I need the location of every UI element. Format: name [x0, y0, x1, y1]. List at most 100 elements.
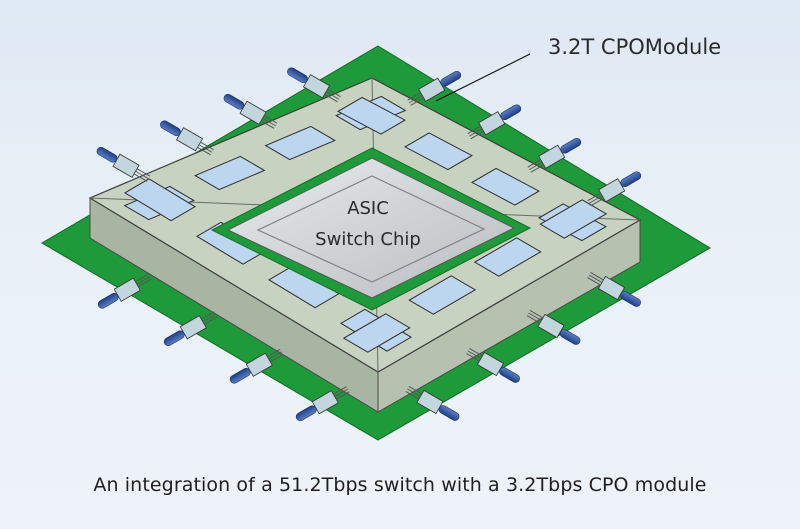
connector-nw-3-fiber — [160, 120, 181, 137]
connector-nw-2-pin — [260, 120, 275, 129]
connector-ne-1-pin — [410, 97, 424, 106]
connector-sw-2-pin — [202, 313, 217, 323]
connector-se-1-pin — [590, 271, 604, 281]
connector-sw-4-pin — [334, 388, 349, 398]
connector-nw-3-pin — [198, 144, 213, 153]
connector-se-1-fiber — [620, 291, 641, 307]
connector-sw-3-pin — [267, 348, 281, 358]
module-window-se-2 — [473, 237, 542, 277]
module-window-ne-3 — [471, 167, 540, 206]
connector-nw-4-fiber — [96, 146, 118, 163]
connector-sw-4-pin — [333, 386, 347, 395]
connector-nw-2 — [223, 93, 278, 129]
connector-nw-2-pin — [263, 115, 278, 124]
connector-ne-3 — [527, 137, 582, 173]
connector-sw-2-pin — [204, 316, 218, 325]
connector-nw-4-pin — [135, 170, 149, 180]
connector-ne-4 — [587, 171, 642, 207]
module-window-se-1 — [539, 199, 608, 239]
connector-nw-1 — [287, 67, 341, 103]
connector-se-1-pin — [587, 277, 601, 286]
figure-caption: An integration of a 51.2Tbps switch with… — [93, 474, 707, 496]
connector-nw-4-pin — [133, 173, 148, 182]
connector-nw-1-fiber — [287, 67, 308, 84]
connector-ne-2 — [467, 104, 522, 140]
chip-label-line1: ASIC — [347, 198, 389, 219]
connector-se-4 — [405, 385, 460, 421]
module-window-se-4 — [342, 313, 411, 353]
chip-label-line2: Switch Chip — [315, 229, 421, 250]
connector-sw-2-pin — [201, 311, 215, 320]
connector-ne-1-pin — [408, 94, 423, 104]
connector-ne-2-pin — [470, 130, 484, 140]
connector-se-1-pin — [588, 274, 603, 283]
connector-nw-1-pin — [325, 91, 340, 100]
connector-se-3-pin — [469, 347, 483, 357]
module-window-ne-2 — [404, 132, 473, 171]
asic-chip — [226, 157, 516, 299]
connector-se-4-pin — [408, 385, 423, 395]
connector-se-4-pin — [407, 388, 421, 397]
connector-nw-2-fiber — [223, 93, 245, 110]
connector-ne-3-pin — [528, 161, 543, 171]
connector-se-2 — [526, 309, 581, 345]
connector-ne-3-pin — [527, 159, 541, 168]
connector-sw-3-fiber — [229, 367, 251, 384]
connector-ne-1-fiber — [440, 70, 462, 87]
connector-nw-1-pin — [327, 88, 341, 98]
connector-ne-4-pin — [588, 195, 603, 204]
module-window-se-3 — [408, 275, 477, 315]
connector-ne-3-fiber — [560, 137, 582, 154]
connector-se-3 — [466, 347, 520, 383]
connector-sw-1 — [97, 273, 152, 309]
connector-se-2-pin — [526, 315, 541, 324]
module-window-nw-3 — [194, 155, 266, 191]
connector-se-3-pin — [467, 350, 482, 359]
connector-ne-4-fiber — [620, 171, 642, 188]
connector-se-3-pin — [466, 353, 480, 362]
connector-sw-1-fiber — [97, 292, 119, 309]
module-windows — [123, 95, 608, 353]
connector-sw-1-pin — [136, 276, 151, 285]
connector-nw-2-pin — [262, 117, 276, 127]
connector-se-2-pin — [528, 312, 542, 321]
connector-se-2-pin — [529, 309, 544, 319]
connector-ne-2-pin — [468, 128, 483, 137]
connector-ne-4-pin — [587, 192, 601, 202]
connector-sw-3-pin — [268, 351, 283, 360]
connector-ne-4-pin — [590, 197, 604, 207]
connector-se-4-fiber — [438, 405, 460, 421]
connector-sw-1-pin — [135, 273, 149, 283]
connector-sw-4-pin — [336, 391, 350, 400]
connector-nw-4-pin — [136, 168, 151, 177]
connector-se-4-pin — [405, 391, 420, 400]
connector-sw-1-pin — [138, 278, 152, 288]
connector-ne-3-pin — [530, 164, 544, 173]
connector-sw-4-fiber — [295, 405, 317, 422]
connector-sw-2 — [163, 311, 218, 347]
connector-sw-3-pin — [270, 353, 284, 363]
connector-ne-1 — [407, 70, 462, 106]
module-connectors — [96, 67, 642, 422]
connector-ne-2-pin — [467, 125, 481, 135]
callout-line — [435, 53, 531, 102]
connector-nw-3-pin — [197, 146, 211, 156]
connector-nw-1-pin — [324, 93, 338, 103]
connector-nw-3-pin — [200, 141, 214, 151]
module-callout-label: 3.2T CPOModule — [548, 35, 721, 59]
connector-sw-3 — [229, 348, 284, 384]
connector-ne-2-fiber — [500, 104, 522, 121]
connector-nw-4 — [96, 146, 151, 182]
connector-sw-2-fiber — [163, 330, 185, 347]
connector-ne-1-pin — [407, 92, 421, 101]
module-window-nw-2 — [264, 125, 336, 161]
connector-se-3-fiber — [499, 367, 520, 383]
connector-sw-4 — [295, 386, 350, 422]
module-window-ne-1 — [337, 96, 406, 135]
asic-die — [256, 175, 486, 283]
connector-se-1 — [587, 271, 641, 307]
connector-se-2-fiber — [559, 329, 581, 345]
connector-nw-3 — [160, 120, 214, 156]
module-window-sw-1 — [123, 178, 197, 222]
